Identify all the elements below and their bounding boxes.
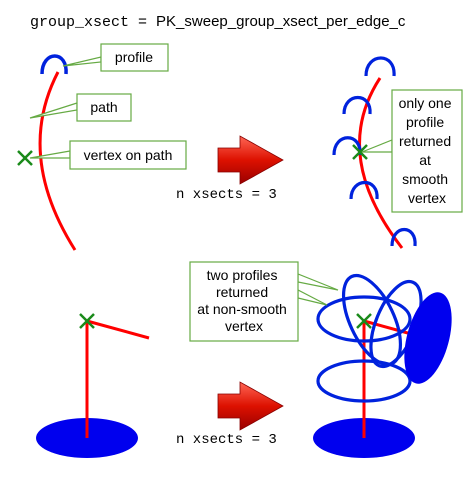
- title-function: PK_sweep_group_xsect_per_edge_c: [156, 13, 406, 30]
- callout-two-profiles-text: two profiles returned at non-smooth vert…: [197, 267, 290, 334]
- callout-one-profile-text: only one profile returned at smooth vert…: [399, 95, 456, 206]
- right-profile-arcs: [332, 56, 417, 247]
- callout-path-label: path: [90, 99, 117, 115]
- ring-upper: [316, 295, 412, 343]
- callout-one-profile: only one profile returned at smooth vert…: [361, 89, 463, 213]
- callout-profile-label: profile: [115, 49, 153, 65]
- title-eq: =: [129, 14, 156, 31]
- profile-arc-5: [390, 228, 417, 247]
- callout-two-profiles: two profiles returned at non-smooth vert…: [189, 261, 339, 342]
- callout-vertex: vertex on path: [29, 140, 187, 170]
- right-rings: [316, 273, 423, 403]
- vertex-marker-left-bottom: [79, 313, 95, 329]
- title-code: group_xsect: [30, 14, 129, 31]
- vertex-marker-left-top: [17, 150, 33, 166]
- count-bottom: n xsects = 3: [176, 432, 277, 448]
- callout-vertex-label: vertex on path: [84, 147, 173, 163]
- right-curved-path: [358, 77, 404, 249]
- count-top: n xsects = 3: [176, 187, 277, 203]
- arrow-bottom: [217, 381, 284, 431]
- vertex-marker-right-bottom: [356, 313, 372, 329]
- callout-profile: profile: [62, 43, 169, 72]
- profile-arc-1: [364, 56, 396, 77]
- right-end-disk: [404, 292, 452, 384]
- ring-lower: [316, 359, 412, 403]
- profile-arc-2: [342, 96, 372, 115]
- title: group_xsect = PK_sweep_group_xsect_per_e…: [30, 13, 406, 31]
- profile-arc-4: [349, 181, 379, 200]
- left-profile-arc: [40, 54, 68, 75]
- arrow-top: [217, 135, 284, 185]
- vertex-marker-right-top: [352, 144, 368, 160]
- left-kinked-path: [86, 319, 150, 340]
- profile-arc-3: [332, 136, 362, 156]
- callout-path: path: [29, 93, 132, 122]
